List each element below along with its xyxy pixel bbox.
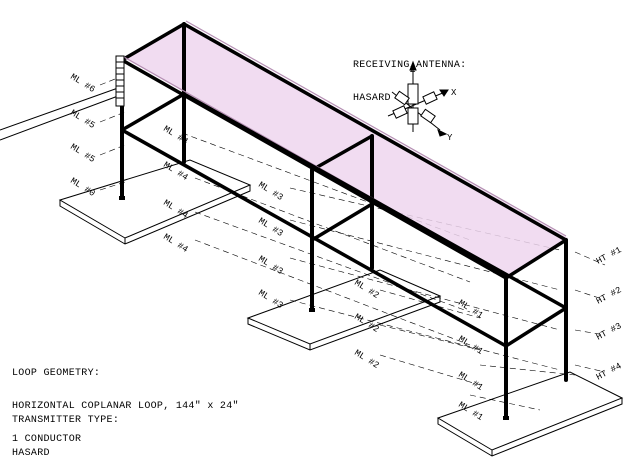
marker-label: ML #3 xyxy=(256,180,284,203)
height-label: HT #1 xyxy=(595,245,624,267)
axis-label-x: X xyxy=(451,88,457,98)
loop-geometry-description: HORIZONTAL COPLANAR LOOP, 144" x 24" xyxy=(12,401,239,412)
transmitter-note: TRANSMITTER TYPE: HASARD xyxy=(12,393,119,470)
loop-geometry-note: LOOP GEOMETRY: HORIZONTAL COPLANAR LOOP,… xyxy=(12,346,239,456)
receiving-antenna-note: RECEIVING ANTENNA: HASARD xyxy=(353,38,466,115)
height-label-group: HT #1 HT #2 HT #3 HT #4 xyxy=(595,245,624,383)
ground-plate-3 xyxy=(436,371,624,457)
height-label: HT #3 xyxy=(595,321,624,343)
axis-label-y: Y xyxy=(447,133,453,143)
receiving-antenna-label: RECEIVING ANTENNA: xyxy=(353,60,467,71)
ground-plate-2 xyxy=(246,269,442,351)
marker-label: ML #4 xyxy=(161,232,189,255)
marker-label: ML #2 xyxy=(352,348,380,371)
axis-label-z: Z xyxy=(410,65,416,75)
leg-feet xyxy=(119,196,509,420)
marker-label: ML #5 xyxy=(68,142,96,165)
ground-plate-1 xyxy=(58,159,252,245)
marker-label: ML #5 xyxy=(68,108,96,131)
antenna-axis-labels: Z X Y xyxy=(410,65,457,143)
height-label: HT #4 xyxy=(595,361,624,383)
feed-cable xyxy=(0,87,119,141)
loop-geometry-conductors: 1 CONDUCTOR xyxy=(12,434,82,445)
marker-label: ML #1 xyxy=(456,298,484,321)
receiving-antenna-type: HASARD xyxy=(353,93,391,104)
transmitter-heading: TRANSMITTER TYPE: xyxy=(12,415,120,426)
marker-label: ML #1 xyxy=(456,370,484,393)
height-label: HT #2 xyxy=(595,285,624,307)
marker-label: ML #3 xyxy=(256,288,284,311)
loop-geometry-heading: LOOP GEOMETRY: xyxy=(12,368,101,379)
marker-label: ML #6 xyxy=(68,72,96,95)
transmitter-type: HASARD xyxy=(12,448,50,459)
transmitter-coil xyxy=(115,55,125,107)
frame-lower-rails xyxy=(120,92,568,348)
marker-label: ML #3 xyxy=(256,254,284,277)
receiving-antenna-icon xyxy=(387,60,449,137)
